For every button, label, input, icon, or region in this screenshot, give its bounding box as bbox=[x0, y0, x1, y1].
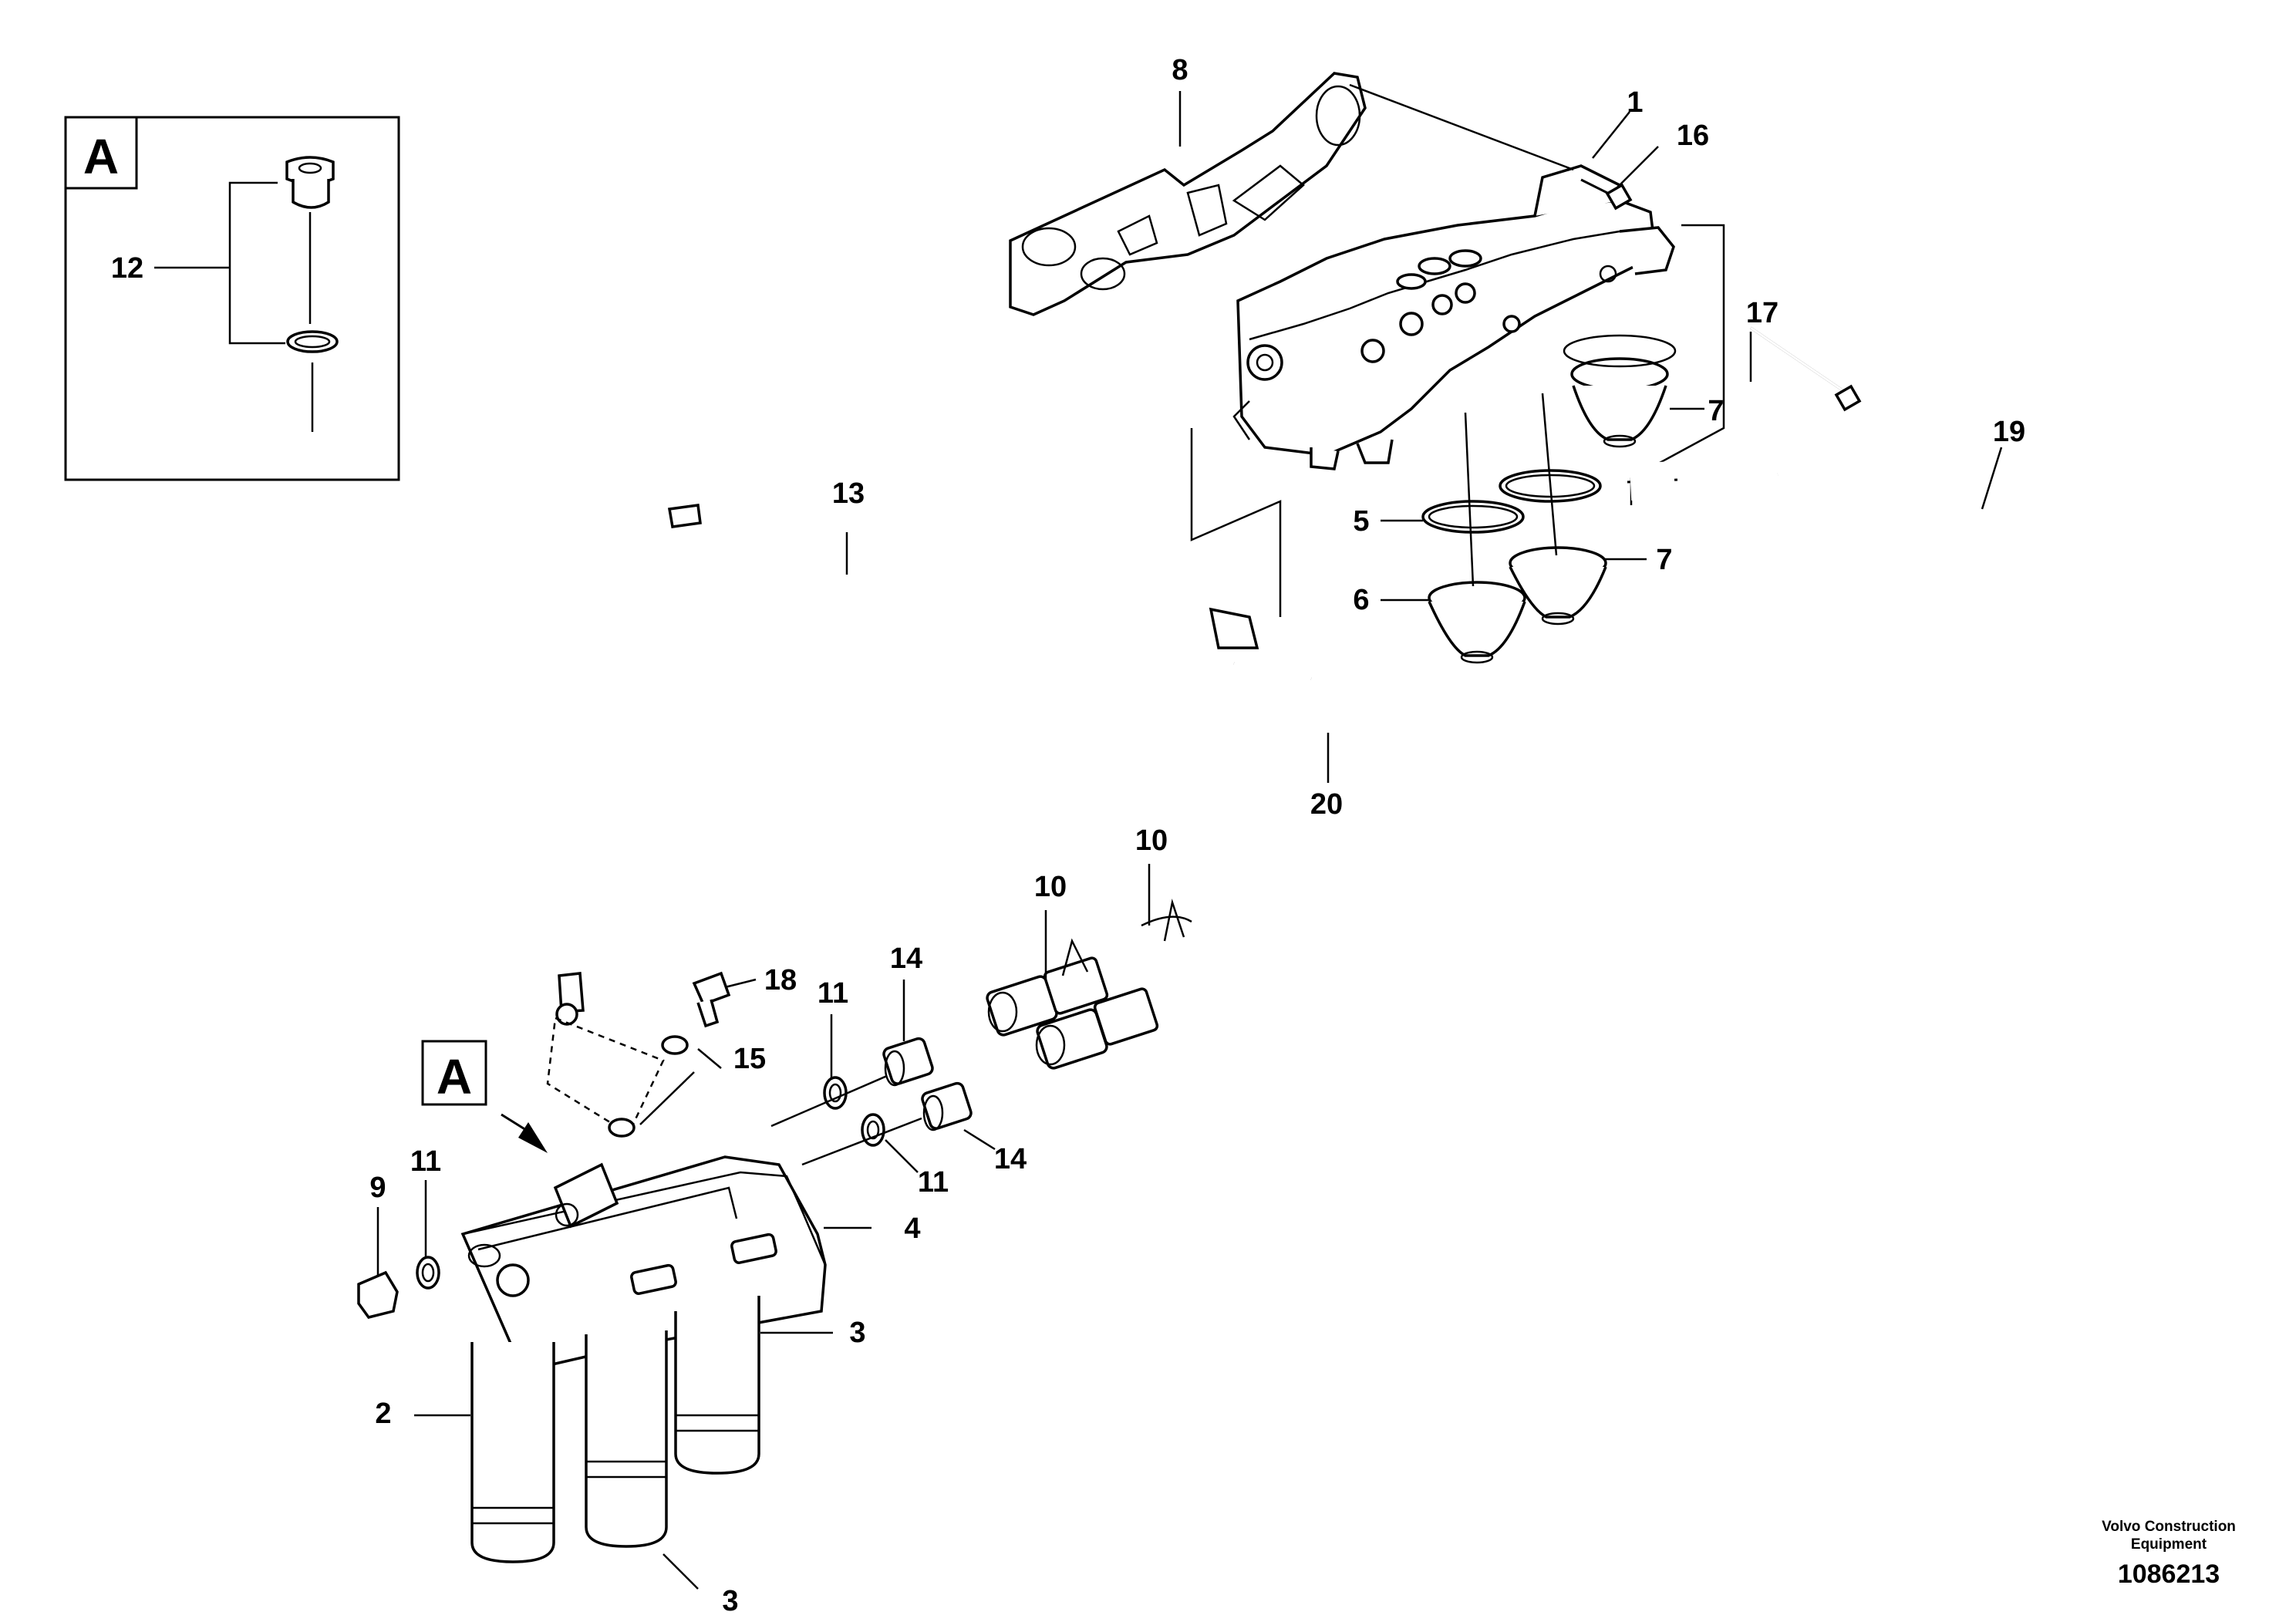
callout-11-lower: 11 bbox=[918, 1166, 949, 1199]
plug-9 bbox=[357, 1270, 399, 1319]
sealing-ring-5 bbox=[1421, 469, 1602, 534]
callout-14-upper: 14 bbox=[890, 943, 922, 975]
detail-a-pointer: A bbox=[421, 1040, 548, 1153]
filter-3-front bbox=[585, 1330, 668, 1548]
bolt-16 bbox=[1580, 178, 1633, 211]
washer-15-upper bbox=[661, 1035, 689, 1055]
company-name-line2: Equipment bbox=[2131, 1536, 2207, 1553]
callout-2: 2 bbox=[375, 1398, 391, 1430]
callout-19: 19 bbox=[1993, 416, 2025, 448]
callout-12: 12 bbox=[111, 252, 143, 285]
thermostat-7-upper bbox=[1563, 334, 1677, 448]
callout-3-right: 3 bbox=[849, 1317, 865, 1349]
filter-housing bbox=[460, 1155, 827, 1371]
washer-15-lower bbox=[608, 1118, 636, 1138]
callout-9: 9 bbox=[369, 1172, 386, 1204]
callout-7-lower: 7 bbox=[1656, 544, 1672, 576]
callout-17: 17 bbox=[1746, 297, 1778, 329]
adapter-14-upper bbox=[882, 1037, 934, 1087]
callout-11-left: 11 bbox=[410, 1145, 441, 1178]
callout-7-upper: 7 bbox=[1708, 395, 1724, 427]
filter-2 bbox=[470, 1342, 555, 1563]
hose-13 bbox=[555, 504, 994, 1026]
callout-13: 13 bbox=[832, 477, 865, 510]
detail-a-panel: A bbox=[64, 116, 400, 481]
clamp-10 bbox=[1061, 899, 1192, 976]
adapter-14-lower bbox=[921, 1081, 973, 1131]
thermostat-7-lower bbox=[1509, 546, 1607, 626]
callout-10-right: 10 bbox=[1135, 824, 1168, 857]
company-name-line1: Volvo Construction bbox=[2102, 1519, 2236, 1535]
hose-fittings bbox=[986, 956, 1159, 1070]
callout-16: 16 bbox=[1677, 120, 1709, 152]
footer: Volvo Construction Equipment 1086213 bbox=[2102, 1519, 2236, 1589]
filter-3-rear bbox=[674, 1296, 760, 1475]
callout-1: 1 bbox=[1627, 86, 1643, 119]
callout-5: 5 bbox=[1353, 505, 1369, 538]
callout-14-lower: 14 bbox=[994, 1143, 1027, 1175]
fitting-18 bbox=[692, 971, 731, 1028]
detail-a-pointer-letter: A bbox=[437, 1049, 472, 1104]
callout-8: 8 bbox=[1172, 54, 1188, 86]
valve-block bbox=[1232, 164, 1675, 470]
detail-plug bbox=[285, 156, 335, 209]
thermostat-6 bbox=[1428, 581, 1526, 664]
washer-11-upper bbox=[823, 1076, 848, 1110]
drawing-number: 1086213 bbox=[2118, 1560, 2220, 1589]
callouts: 1 2 3 3 4 5 6 7 7 8 9 10 10 11 11 11 12 … bbox=[111, 54, 2025, 1617]
callout-15: 15 bbox=[733, 1043, 766, 1075]
callout-6: 6 bbox=[1353, 584, 1369, 616]
bolt-17 bbox=[1750, 326, 1862, 412]
washer-11-lower bbox=[861, 1113, 885, 1147]
hose-20 bbox=[986, 582, 1694, 1055]
washer-11-left bbox=[416, 1256, 440, 1290]
gasket bbox=[1009, 72, 1367, 316]
callout-4: 4 bbox=[904, 1212, 920, 1245]
detail-a-letter: A bbox=[83, 129, 119, 184]
callout-11-upper: 11 bbox=[818, 977, 848, 1010]
leader-lines bbox=[376, 91, 2003, 1590]
callout-18: 18 bbox=[764, 964, 797, 996]
detail-o-ring bbox=[286, 330, 339, 353]
callout-3-bottom: 3 bbox=[722, 1585, 738, 1617]
callout-20: 20 bbox=[1310, 788, 1343, 821]
callout-10-left: 10 bbox=[1034, 871, 1067, 903]
hose-19 bbox=[1052, 450, 2088, 1096]
